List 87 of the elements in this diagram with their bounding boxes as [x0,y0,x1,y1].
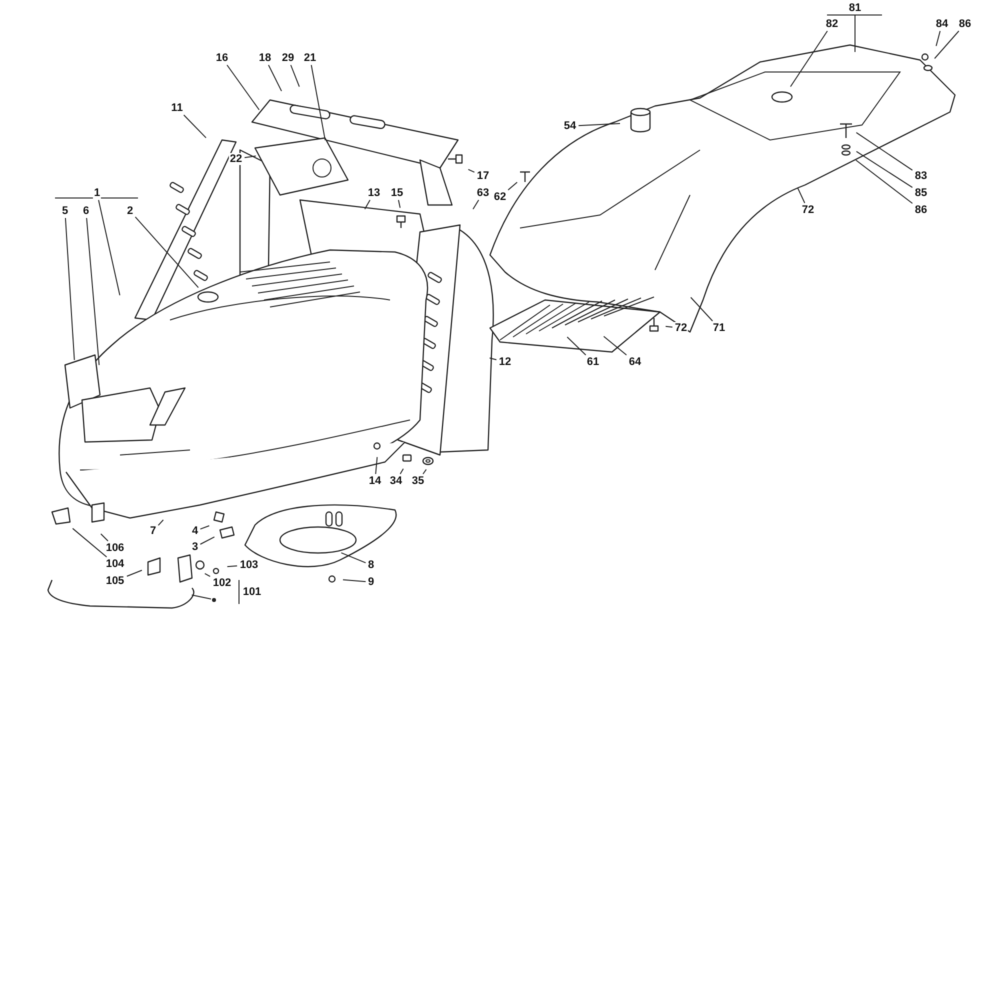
leader-line [226,64,260,110]
callout-number: 85 [914,187,928,199]
leader-line [856,132,913,171]
callout-number: 82 [824,18,840,30]
callout-number: 15 [390,187,404,199]
callout-number: 34 [388,475,404,487]
callout-number: 5 [60,205,70,217]
callout-number: 18 [258,52,272,64]
leader-line [790,30,828,88]
callout-number: 2 [126,205,134,217]
callout-number: 54 [562,120,578,132]
callout-number: 8 [366,559,376,571]
leader-line [226,565,238,568]
callout-number: 64 [628,356,642,368]
leader-line [936,30,941,46]
leader-line [340,552,366,564]
leader-line [342,579,366,582]
callout-number: 71 [712,322,726,334]
leader-line [468,168,475,173]
callout-number: 7 [148,525,158,537]
leader-line [934,30,960,59]
callout-number: 102 [212,577,232,589]
callout-number: 83 [914,170,928,182]
leader-line [268,64,282,92]
leader-line [854,14,856,52]
leader-line [158,519,164,526]
callout-number: 12 [498,356,512,368]
leader-line [200,536,215,545]
leader-line [797,188,806,204]
callout-number: 84 [934,18,950,30]
leader-line [489,357,497,360]
leader-line [665,326,673,328]
callout-number: 3 [190,541,200,553]
callout-number: 6 [82,205,90,217]
callout-number: 9 [366,576,376,588]
leader-line [183,114,207,138]
callout-number: 13 [366,187,382,199]
leader-line [375,456,378,474]
leader-line [578,123,620,126]
leader-line [856,150,913,188]
leader-line [566,336,586,356]
callout-number: 63 [476,187,490,199]
leader-line [244,155,256,158]
leader-line [134,216,199,288]
leader-line [508,182,518,190]
callout-number: 4 [190,525,200,537]
leader-line [98,200,120,296]
leader-line [126,570,142,577]
callout-number: 72 [800,204,816,216]
leader-line [364,200,370,210]
callout-number: 35 [410,475,426,487]
callout-number: 61 [586,356,600,368]
callout-number: 17 [476,170,490,182]
leader-line [855,160,913,204]
callout-number: 22 [228,153,244,165]
callout-number: 1 [92,187,102,199]
callout-number: 72 [674,322,688,334]
leader-line [191,594,212,600]
callout-number: 62 [492,191,508,203]
callout-number: 104 [104,558,126,570]
callout-number: 105 [104,575,126,587]
callout-number: 86 [958,18,972,30]
leader-line [690,296,714,322]
leader-line [422,468,427,474]
callout-number: 11 [170,102,184,114]
callout-number: 103 [238,559,260,571]
reference-dot [212,598,216,602]
leader-line [400,468,404,474]
leader-line [200,525,210,530]
callout-number: 16 [214,52,230,64]
callout-number: 29 [280,52,296,64]
leader-line [100,533,108,542]
leader-line [290,64,300,88]
leader-line [398,200,401,208]
leader-line [86,218,100,366]
callout-number: 86 [914,204,928,216]
leader-line [72,528,108,558]
callout-number: 101 [242,586,262,598]
callout-number: 21 [302,52,318,64]
callout-number: 14 [368,475,382,487]
leader-line [204,573,211,577]
leader-line [64,218,75,361]
callout-number: 106 [104,542,126,554]
leader-line [603,336,627,356]
leader-line [472,200,480,210]
callout-number: 81 [848,2,862,14]
leader-line [310,64,326,141]
